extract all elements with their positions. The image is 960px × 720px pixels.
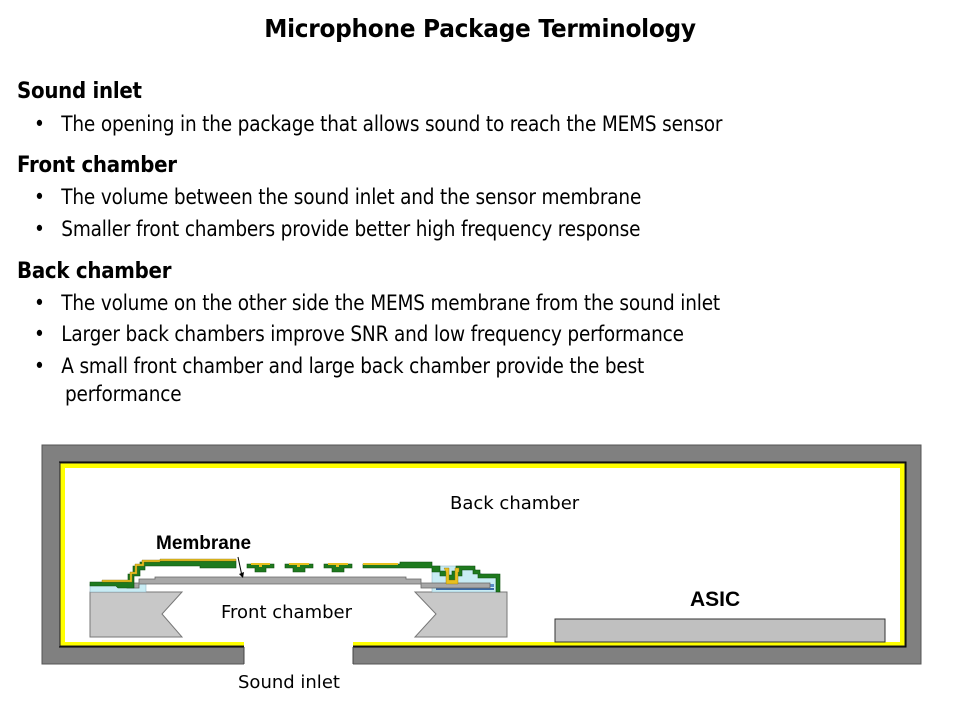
bullet-item: • The volume on the other side the MEMS m…	[34, 291, 720, 315]
metal-left	[101, 558, 237, 583]
bullet-dot-icon: •	[34, 354, 45, 378]
bullet-item: • A small front chamber and large back ch…	[34, 354, 644, 378]
backplate-left	[89, 560, 237, 589]
membrane-arrowhead	[239, 572, 244, 578]
bullet-continuation: performance	[65, 382, 182, 406]
bullet-text: Smaller front chambers provide better hi…	[61, 217, 641, 241]
bullet-dot-icon: •	[34, 322, 45, 346]
sound-inlet-opening	[244, 640, 353, 665]
heading-front-chamber: Front chamber	[17, 153, 177, 178]
bullet-dot-icon: •	[34, 185, 45, 209]
bullet-item: • Smaller front chambers provide better h…	[34, 217, 640, 241]
bullet-item: • The volume between the sound inlet and …	[34, 185, 641, 209]
mems-substrate-left	[89, 591, 184, 638]
bullet-text: Larger back chambers improve SNR and low…	[61, 322, 684, 346]
label-membrane: Membrane	[156, 533, 252, 554]
metal-right	[363, 563, 398, 565]
bullet-dot-icon: •	[34, 217, 45, 241]
bullet-text: The volume between the sound inlet and t…	[61, 185, 642, 209]
heading-back-chamber: Back chamber	[17, 259, 172, 284]
bullet-dot-icon: •	[34, 112, 45, 136]
bullet-item: • The opening in the package that allows …	[34, 112, 723, 136]
slide-title: Microphone Package Terminology	[264, 14, 696, 43]
bullet-item: • Larger back chambers improve SNR and lo…	[34, 322, 684, 346]
heading-sound-inlet: Sound inlet	[17, 79, 142, 104]
label-sound-inlet: Sound inlet	[238, 672, 340, 693]
bullet-text: A small front chamber and large back cha…	[61, 354, 645, 378]
bullet-dot-icon: •	[34, 291, 45, 315]
bullet-text: performance	[65, 382, 182, 406]
label-back-chamber: Back chamber	[450, 493, 580, 514]
bullet-text: The opening in the package that allows s…	[61, 112, 723, 136]
metal-right-contact	[443, 567, 460, 585]
asic-chip	[554, 618, 886, 643]
label-asic: ASIC	[690, 588, 741, 611]
membrane-arrow	[237, 556, 243, 577]
membrane	[126, 576, 491, 589]
bullet-text: The volume on the other side the MEMS me…	[61, 291, 721, 315]
backplate-segments	[246, 563, 353, 573]
label-front-chamber: Front chamber	[221, 602, 353, 623]
